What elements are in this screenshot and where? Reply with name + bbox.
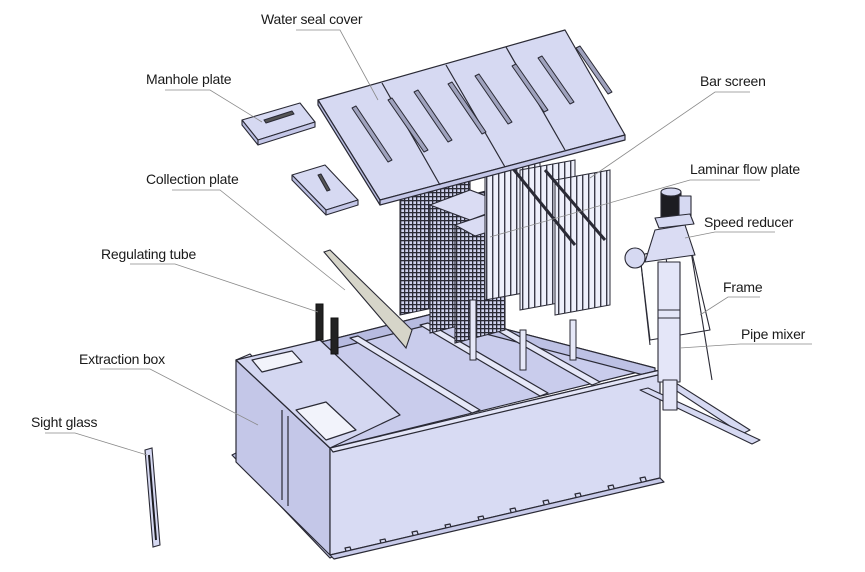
label-regulating-tube: Regulating tube [101, 246, 197, 262]
label-speed-reducer: Speed reducer [704, 214, 794, 230]
bar-screens [469, 149, 611, 371]
label-manhole-plate: Manhole plate [146, 71, 232, 87]
leader-laminar-flow-plate [489, 179, 760, 238]
label-frame: Frame [723, 279, 763, 295]
label-water-seal-cover: Water seal cover [261, 11, 363, 27]
manhole-plate [241, 102, 316, 146]
water-seal-cover [317, 29, 626, 206]
leader-regulating-tube [130, 263, 319, 313]
leader-lines [45, 29, 812, 456]
collection-plate [323, 249, 413, 350]
label-laminar-flow-plate: Laminar flow plate [690, 161, 801, 177]
leader-speed-reducer [684, 231, 775, 239]
leader-extraction-box [100, 368, 259, 426]
sight-glass [144, 447, 161, 548]
leader-collection-plate [172, 189, 346, 291]
tank [231, 311, 665, 560]
label-extraction-box: Extraction box [79, 351, 165, 367]
regulating-tubes [315, 303, 339, 355]
manhole-plate-2 [291, 164, 359, 216]
label-bar-screen: Bar screen [700, 73, 766, 89]
leader-manhole-plate [165, 89, 263, 123]
leader-pipe-mixer [679, 343, 812, 349]
leader-frame [699, 296, 760, 316]
leader-sight-glass [45, 432, 148, 456]
label-pipe-mixer: Pipe mixer [741, 326, 806, 342]
leader-water-seal-cover [296, 29, 379, 101]
leader-bar-screen [589, 91, 750, 179]
label-collection-plate: Collection plate [146, 171, 239, 187]
label-sight-glass: Sight glass [31, 414, 98, 430]
pipe-mixer-assembly [624, 187, 761, 445]
